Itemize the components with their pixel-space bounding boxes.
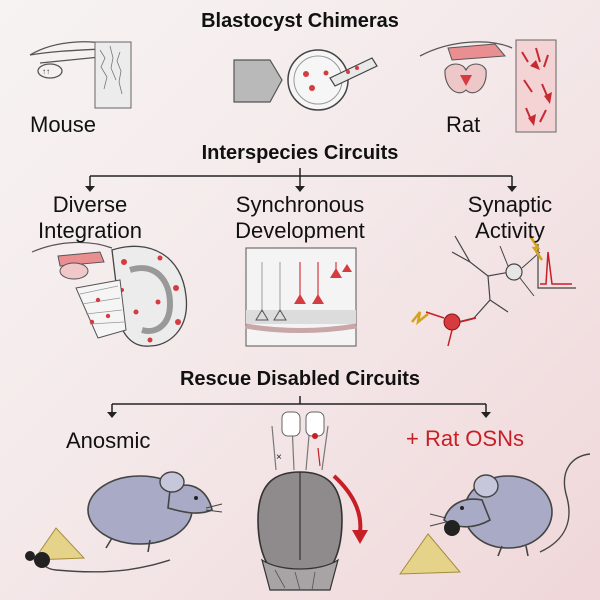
synaptic-activity-illustration xyxy=(411,235,576,347)
bottom-bracket-arrowheads xyxy=(107,412,491,418)
section-title-blastocyst-chimeras: Blastocyst Chimeras xyxy=(201,10,399,32)
synchronous-development-label: Synchronous Development xyxy=(225,192,375,244)
diverse-integration-line2: Integration xyxy=(38,218,142,243)
diverse-integration-line1: Diverse xyxy=(52,192,128,217)
svg-text:↑↑: ↑↑ xyxy=(42,67,50,76)
middle-bracket-arrowheads xyxy=(85,186,517,192)
section-title-rescue-disabled-circuits: Rescue Disabled Circuits xyxy=(179,368,421,390)
mouse-label: Mouse xyxy=(30,112,97,137)
anosmic-label: Anosmic xyxy=(66,428,151,453)
rescued-mouse-illustration xyxy=(399,453,591,575)
blastocyst-injection-illustration xyxy=(233,49,378,111)
synchronous-development-line1: Synchronous xyxy=(235,192,365,217)
diverse-integration-label: Diverse Integration xyxy=(20,192,160,244)
rat-tissue-section xyxy=(515,39,557,133)
synchronous-development-illustration xyxy=(245,247,357,347)
svg-text:×: × xyxy=(276,452,282,463)
diverse-integration-illustration xyxy=(31,241,188,347)
synaptic-activity-line2: Activity xyxy=(475,218,545,243)
bottom-bracket xyxy=(111,396,487,412)
rat-label: Rat xyxy=(446,112,481,137)
rat-brain-sketch xyxy=(419,41,513,94)
synaptic-activity-line1: Synaptic xyxy=(467,192,553,217)
synchronous-development-line2: Development xyxy=(235,218,365,243)
section-title-interspecies-circuits: Interspecies Circuits xyxy=(201,142,399,164)
anosmic-mouse-illustration xyxy=(25,471,223,573)
brain-illustration: × xyxy=(257,411,368,591)
synaptic-activity-label: Synaptic Activity xyxy=(450,192,570,244)
middle-bracket xyxy=(89,168,513,186)
rat-osns-label: + Rat OSNs xyxy=(406,426,524,451)
mouse-tissue-section xyxy=(94,41,132,109)
